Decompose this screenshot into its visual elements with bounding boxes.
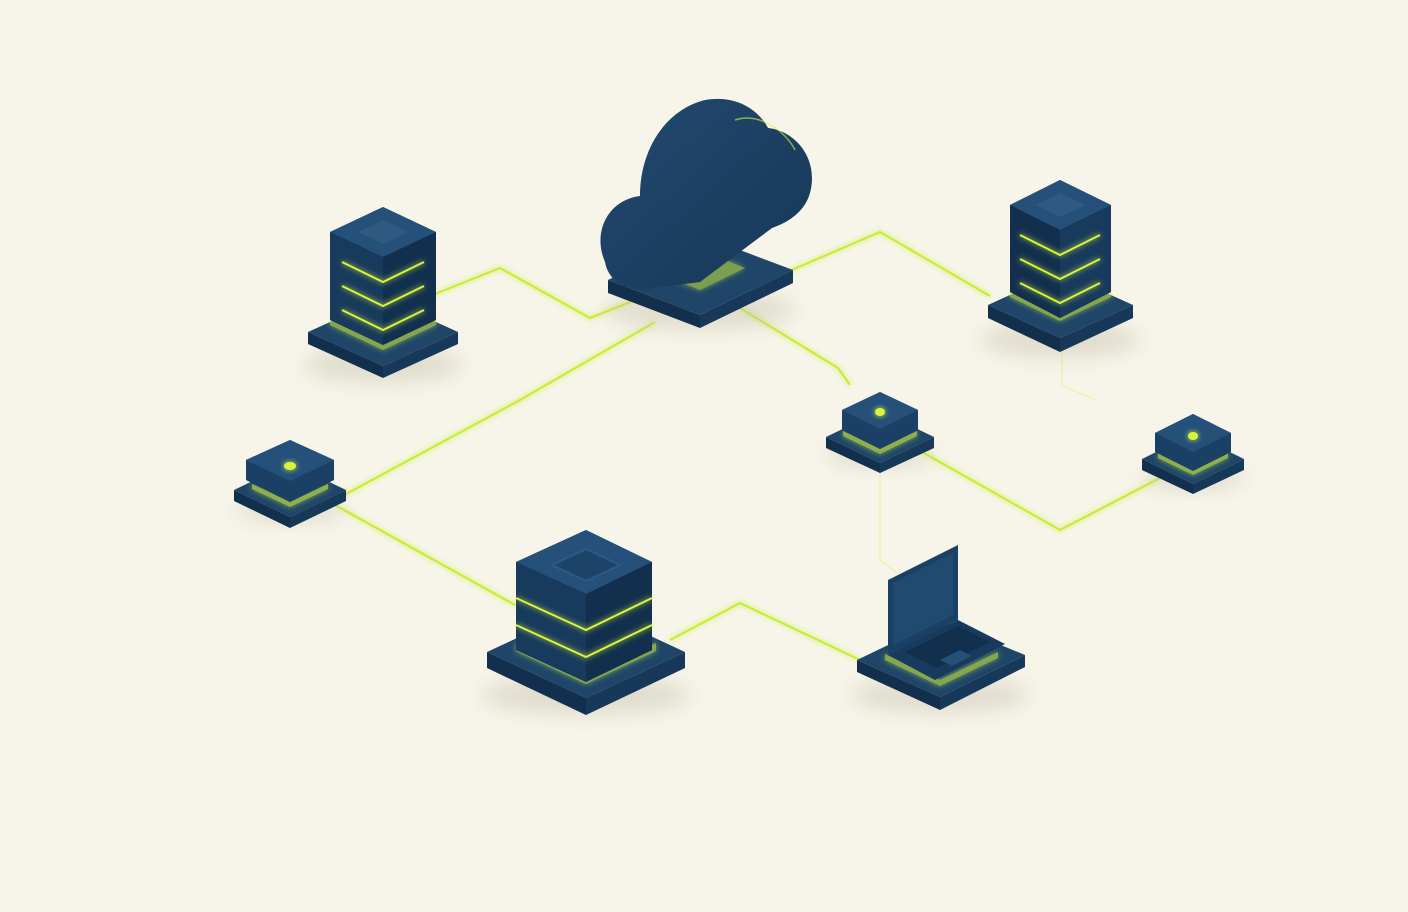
server-rack-left[interactable] — [303, 207, 463, 383]
laptop-icon — [888, 545, 1005, 680]
connection-lines — [334, 230, 1161, 661]
link-cloud-to-edge-left — [334, 321, 656, 501]
link-database-to-laptop — [669, 601, 861, 661]
edge-node-left[interactable] — [234, 440, 346, 528]
cloud-icon — [600, 98, 812, 290]
laptop-client[interactable] — [850, 545, 1030, 713]
link-rack-right-drop — [1061, 350, 1096, 401]
cloud-hub[interactable] — [600, 98, 812, 330]
edge-node-right[interactable] — [1141, 414, 1245, 494]
link-edge-left-to-database — [334, 504, 516, 606]
link-cloud-to-rack-right — [779, 230, 991, 297]
server-rack-right[interactable] — [980, 180, 1140, 358]
database-stack[interactable] — [481, 530, 691, 715]
edge-node-center[interactable] — [825, 392, 935, 473]
link-edge-center-to-edge-right — [914, 447, 1161, 532]
link-cloud-to-edge-center — [739, 307, 851, 386]
link-edge-center-to-laptop — [879, 462, 901, 576]
